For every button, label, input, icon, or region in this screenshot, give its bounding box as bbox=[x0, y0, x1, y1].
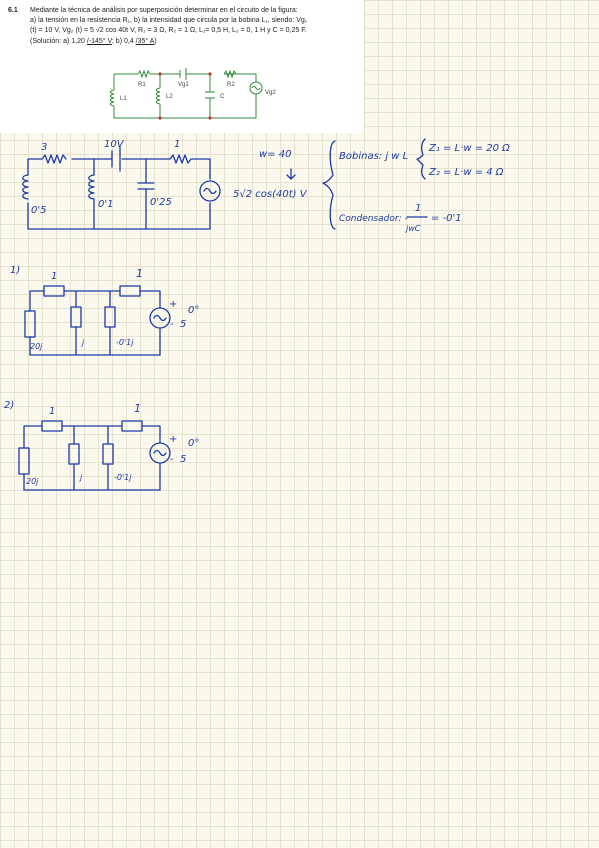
solution-angle-b: /35° A bbox=[135, 37, 155, 45]
problem-statement: 6.1 Mediante la técnica de análisis por … bbox=[8, 6, 360, 47]
step1-zc: -0'1j bbox=[116, 338, 134, 347]
step1-z2: j bbox=[81, 338, 85, 347]
note-r1-value: 3 bbox=[41, 142, 47, 153]
step1-z1: 20j bbox=[30, 342, 43, 351]
label-vg1: Vg1 bbox=[178, 82, 189, 88]
printed-schematic: R1 Vg1 R2 Vg2 L1 L2 C bbox=[109, 68, 276, 120]
problem-card: 6.1 Mediante la técnica de análisis por … bbox=[0, 0, 364, 133]
note-condensador: Condensador: - bbox=[339, 214, 408, 224]
step2-z2: j bbox=[79, 473, 83, 482]
problem-line-2: a) la tensión en la resistencia R₁, b) l… bbox=[30, 17, 308, 25]
note-cond-num: 1 bbox=[415, 203, 421, 214]
note-r2-value: 1 bbox=[174, 139, 180, 150]
problem-line-3: (t) = 10 V, Vg₂ (t) = 5 √2 cos 40t V, R₁… bbox=[30, 27, 307, 35]
note-l2-value: 0'1 bbox=[98, 199, 113, 210]
problem-line-1: Mediante la técnica de análisis por supe… bbox=[30, 7, 298, 14]
step2-label: 2) bbox=[4, 400, 14, 411]
label-vg2: Vg2 bbox=[265, 90, 276, 96]
note-z1: Z₁ = L·w = 20 Ω bbox=[428, 143, 510, 154]
note-omega: w= 40 bbox=[259, 149, 291, 160]
step1-r2: 1 bbox=[136, 267, 143, 280]
step1-r1: 1 bbox=[51, 271, 57, 282]
note-l1-value: 0'5 bbox=[31, 205, 46, 216]
step1-plus: + bbox=[169, 299, 177, 310]
solution-angle-a: /-145° V bbox=[86, 37, 112, 45]
problem-number: 6.1 bbox=[8, 7, 18, 14]
step2-z1: 20j bbox=[26, 477, 39, 486]
step2-minus: - bbox=[170, 454, 174, 465]
step2-zc: -0'1j bbox=[114, 473, 132, 482]
step2-r1: 1 bbox=[49, 406, 55, 417]
note-cond-den: jwC bbox=[405, 224, 421, 233]
step1-angle: 0° bbox=[188, 305, 199, 316]
problem-solution: (Solución: a) 1,20 /-145° V; b) 0,4 /35°… bbox=[30, 37, 157, 45]
step2-r2: 1 bbox=[134, 402, 141, 415]
step2-plus: + bbox=[169, 434, 177, 445]
handwritten-circuit-step-1: 1) 1 1 20j j -0'1j + - 5 0° bbox=[10, 265, 199, 356]
label-r2: R2 bbox=[227, 82, 235, 88]
step2-angle: 0° bbox=[188, 438, 199, 449]
handwritten-circuit-main: 3 10V 1 0'5 0'1 0'25 bbox=[22, 139, 221, 230]
handwritten-circuit-step-2: 2) 1 1 20j j -0'1j + - 5 0° bbox=[4, 400, 199, 491]
note-z2: Z₂ = L·w = 4 Ω bbox=[428, 167, 504, 178]
step1-source: 5 bbox=[180, 319, 186, 330]
note-bobinas: Bobinas: j w L bbox=[339, 151, 408, 162]
note-cond-result: = -0'1 bbox=[431, 213, 462, 224]
label-l2: L2 bbox=[166, 94, 173, 100]
step1-label: 1) bbox=[10, 265, 20, 276]
note-vg1-value: 10V bbox=[104, 139, 125, 150]
label-r1: R1 bbox=[138, 82, 146, 88]
note-source-expr: 5√2 cos(40t) V bbox=[233, 189, 308, 200]
note-c-value: 0'25 bbox=[150, 197, 172, 208]
step1-minus: - bbox=[170, 319, 174, 330]
label-c: C bbox=[220, 94, 225, 100]
step2-source: 5 bbox=[180, 454, 186, 465]
handwritten-equations: 5√2 cos(40t) V w= 40 Bobinas: j w L Z₁ =… bbox=[233, 138, 510, 233]
label-l1: L1 bbox=[120, 96, 127, 102]
